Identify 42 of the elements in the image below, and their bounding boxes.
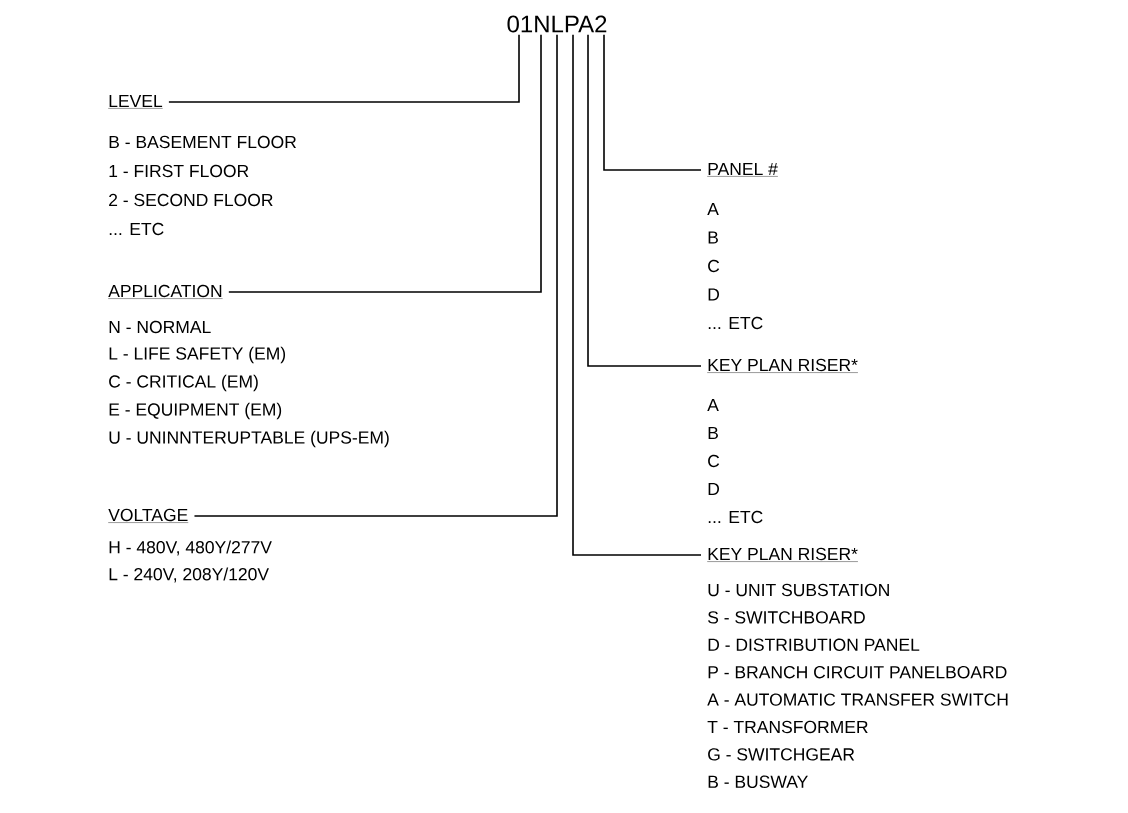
list-item: U - UNINNTERUPTABLE (UPS-EM) <box>109 430 389 448</box>
list-item: C <box>708 454 720 468</box>
list-item: A <box>707 202 719 215</box>
leader-line <box>168 33 520 103</box>
heading: APPLICATION <box>108 284 223 299</box>
list-item: ... ETC <box>109 222 164 236</box>
leader-line <box>603 33 702 171</box>
list-item: ... ETC <box>708 316 763 330</box>
leader-line <box>572 33 702 556</box>
list-item: B <box>708 231 718 244</box>
code-text: 01NLPA2 <box>507 15 607 33</box>
list-item: B - BASEMENT FLOOR <box>109 135 297 149</box>
list-item: T - TRANSFORMER <box>707 720 868 734</box>
list-item: P - BRANCH CIRCUIT PANELBOARD <box>708 666 1007 679</box>
list-item: B - BUSWAY <box>708 775 808 788</box>
list-item: E - EQUIPMENT (EM) <box>109 402 282 420</box>
list-item: A <box>707 398 719 411</box>
list-item: S - SWITCHBOARD <box>708 611 865 624</box>
list-item: A - AUTOMATIC TRANSFER SWITCH <box>707 693 1008 706</box>
leader-line <box>193 33 558 517</box>
list-item: L - 240V, 208Y/120V <box>109 567 269 583</box>
list-item: N - NORMAL <box>109 320 211 334</box>
list-item: B <box>708 426 718 439</box>
list-item: 2 - SECOND FLOOR <box>109 193 273 207</box>
heading: KEY PLAN RISER* <box>707 547 859 562</box>
heading: LEVEL <box>108 94 163 109</box>
list-item: C - CRITICAL (EM) <box>109 374 258 392</box>
heading: KEY PLAN RISER* <box>707 358 859 373</box>
leader-line <box>228 33 542 293</box>
list-item: D <box>708 288 719 301</box>
list-item: G - SWITCHGEAR <box>708 748 855 761</box>
list-item: 1 - FIRST FLOOR <box>109 164 249 178</box>
heading: VOLTAGE <box>108 508 189 523</box>
list-item: L - LIFE SAFETY (EM) <box>109 346 286 364</box>
list-item: D - DISTRIBUTION PANEL <box>708 638 920 651</box>
leader-line <box>587 33 702 367</box>
list-item: C <box>708 259 720 273</box>
list-item: U - UNIT SUBSTATION <box>708 583 889 597</box>
list-item: H - 480V, 480Y/277V <box>109 540 272 556</box>
list-item: D <box>708 482 719 495</box>
heading: PANEL # <box>707 162 779 177</box>
list-item: ... ETC <box>708 510 763 524</box>
